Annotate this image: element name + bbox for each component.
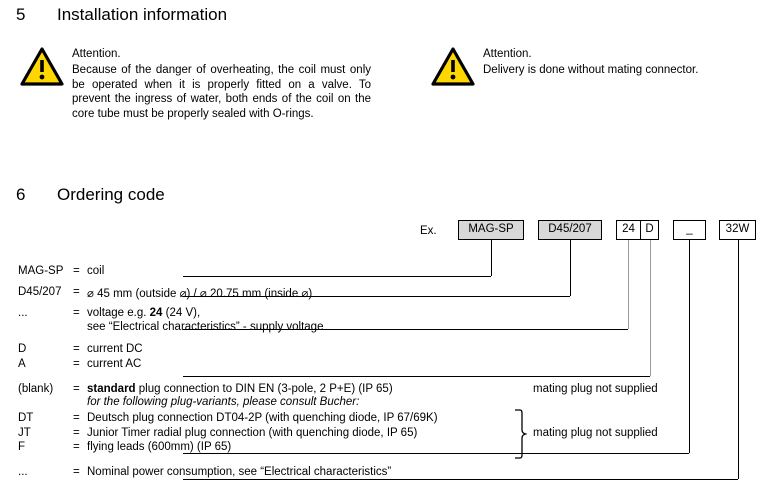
legend-value-f: flying leads (600mm) (IP 65) (87, 441, 232, 453)
voltage-text-pre: voltage e.g. (87, 307, 150, 319)
legend-value-consult-bucher: for the following plug-variants, please … (87, 396, 360, 408)
code-box-d45-207[interactable]: D45/207 (538, 220, 602, 240)
leader-line-d45-vertical (570, 240, 571, 296)
warning-2-heading: Attention. (483, 48, 532, 60)
legend-eq: = (73, 265, 80, 277)
example-label: Ex. (420, 225, 437, 237)
code-box-mag-sp[interactable]: MAG-SP (458, 220, 524, 240)
leader-line-mag-sp-vertical (491, 240, 492, 276)
legend-eq: = (73, 466, 80, 478)
legend-key-jt: JT (18, 427, 31, 439)
warning-1-heading: Attention. (72, 48, 121, 60)
code-box-current[interactable]: D (640, 220, 659, 240)
legend-value-voltage-line2: see “Electrical characteristics” - suppl… (87, 321, 324, 333)
legend-eq: = (73, 427, 80, 439)
legend-key-d45-207: D45/207 (18, 286, 62, 298)
grouping-brace-icon (515, 409, 527, 459)
legend-value-dt: Deutsch plug connection DT04-2P (with qu… (87, 412, 438, 424)
warning-triangle-icon (431, 47, 475, 86)
leader-line-power-horizontal (183, 479, 738, 480)
note-mating-plug-1: mating plug not supplied (533, 383, 658, 395)
blank-text-bold: standard (87, 383, 136, 395)
voltage-text-post: (24 V), (162, 307, 201, 319)
leader-line-plug-horizontal (183, 453, 689, 454)
legend-key-power: ... (18, 466, 28, 478)
legend-eq: = (73, 358, 80, 370)
legend-value-dc: current DC (87, 343, 143, 355)
leader-line-power-vertical (738, 240, 739, 479)
legend-value-mag-sp: coil (87, 265, 105, 277)
leader-line-current-vertical (650, 240, 651, 376)
legend-eq: = (73, 441, 80, 453)
note-mating-plug-2: mating plug not supplied (533, 427, 658, 439)
leader-line-voltage-vertical (628, 240, 629, 329)
legend-value-ac: current AC (87, 358, 142, 370)
section-6-number: 6 (16, 185, 26, 204)
leader-line-plug-vertical (689, 240, 690, 453)
legend-value-d45-207: ⌀ 45 mm (outside ⌀) / ⌀ 20.75 mm (inside… (87, 288, 313, 300)
warning-2-body: Delivery is done without mating connecto… (483, 64, 699, 76)
legend-key-dc: D (18, 343, 27, 355)
legend-key-blank: (blank) (18, 383, 54, 395)
code-box-power[interactable]: 32W (719, 220, 756, 240)
section-6-title: Ordering code (57, 185, 165, 204)
legend-eq: = (73, 383, 80, 395)
code-box-plug[interactable]: _ (673, 220, 706, 240)
blank-text-post: plug connection to DIN EN (3-pole, 2 P+E… (135, 383, 393, 395)
leader-line-mag-sp-horizontal (183, 276, 491, 277)
leader-line-voltage-horizontal (183, 329, 628, 330)
legend-value-power: Nominal power consumption, see “Electric… (87, 466, 392, 478)
legend-key-mag-sp: MAG-SP (18, 265, 64, 277)
legend-eq: = (73, 307, 80, 319)
legend-eq: = (73, 412, 80, 424)
section-5-title: Installation information (57, 5, 228, 24)
section-5-number: 5 (16, 5, 26, 24)
voltage-text-bold: 24 (149, 307, 163, 319)
legend-eq: = (73, 286, 80, 298)
legend-eq: = (73, 343, 80, 355)
warning-triangle-icon (20, 47, 64, 86)
code-box-voltage[interactable]: 24 (616, 220, 641, 240)
leader-line-current-horizontal (183, 376, 650, 377)
legend-key-f: F (18, 441, 26, 453)
legend-key-dt: DT (18, 412, 34, 424)
legend-value-jt: Junior Timer radial plug connection (wit… (87, 427, 418, 439)
leader-line-d45-horizontal (183, 296, 570, 297)
legend-key-ac: A (18, 358, 26, 370)
legend-key-voltage: ... (18, 307, 28, 319)
warning-1-body: Because of the danger of overheating, th… (72, 64, 371, 120)
legend-value-voltage: voltage e.g. 24 (24 V), (87, 307, 200, 319)
legend-value-blank: standard plug connection to DIN EN (3-po… (87, 383, 393, 395)
